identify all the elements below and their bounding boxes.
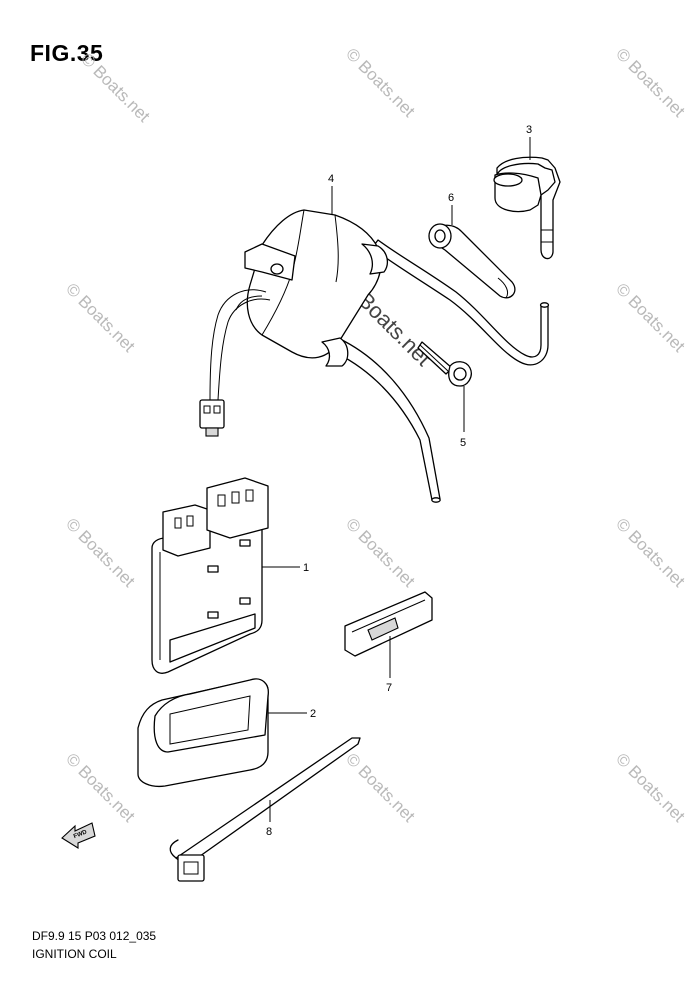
callout-8: 8 — [266, 826, 272, 838]
diagram-name: IGNITION COIL — [32, 947, 117, 961]
watermark: © Boats.net — [612, 514, 689, 591]
holder-part-2[interactable] — [137, 678, 269, 788]
watermark: © Boats.net — [342, 749, 419, 826]
watermark: © Boats.net — [77, 49, 154, 126]
watermark: © Boats.net — [342, 514, 419, 591]
diagram-code: DF9.9 15 P03 012_035 — [32, 929, 157, 943]
watermark: © Boats.net — [612, 44, 689, 121]
watermark: © Boats.net — [612, 279, 689, 356]
watermark: © Boats.net — [62, 279, 139, 356]
callout-3: 3 — [526, 124, 532, 136]
bolt-part-5[interactable] — [417, 341, 472, 387]
callout-1: 1 — [303, 562, 309, 574]
forward-arrow-icon: FWD — [61, 822, 96, 849]
watermark: © Boats.net — [342, 44, 419, 121]
grommet-part-6[interactable] — [428, 223, 516, 299]
lead-part-8[interactable] — [169, 737, 361, 882]
callout-4: 4 — [328, 173, 334, 185]
callout-2: 2 — [310, 708, 316, 720]
callout-5: 5 — [460, 437, 466, 449]
fwd-label: FWD — [73, 829, 89, 840]
watermark: © Boats.net — [62, 749, 139, 826]
cdi-unit-part-1[interactable] — [151, 477, 269, 674]
figure-title: FIG.35 — [30, 40, 104, 66]
ignition-coil-part-4[interactable] — [199, 209, 550, 503]
watermark: © Boats.net — [612, 749, 689, 826]
clip-part-7[interactable] — [344, 591, 433, 657]
callout-6: 6 — [448, 192, 454, 204]
plug-cap-part-3[interactable] — [493, 156, 561, 260]
callouts: 1 2 3 4 5 6 7 8 — [262, 124, 532, 838]
watermark: © Boats.net — [62, 514, 139, 591]
callout-7: 7 — [386, 682, 392, 694]
